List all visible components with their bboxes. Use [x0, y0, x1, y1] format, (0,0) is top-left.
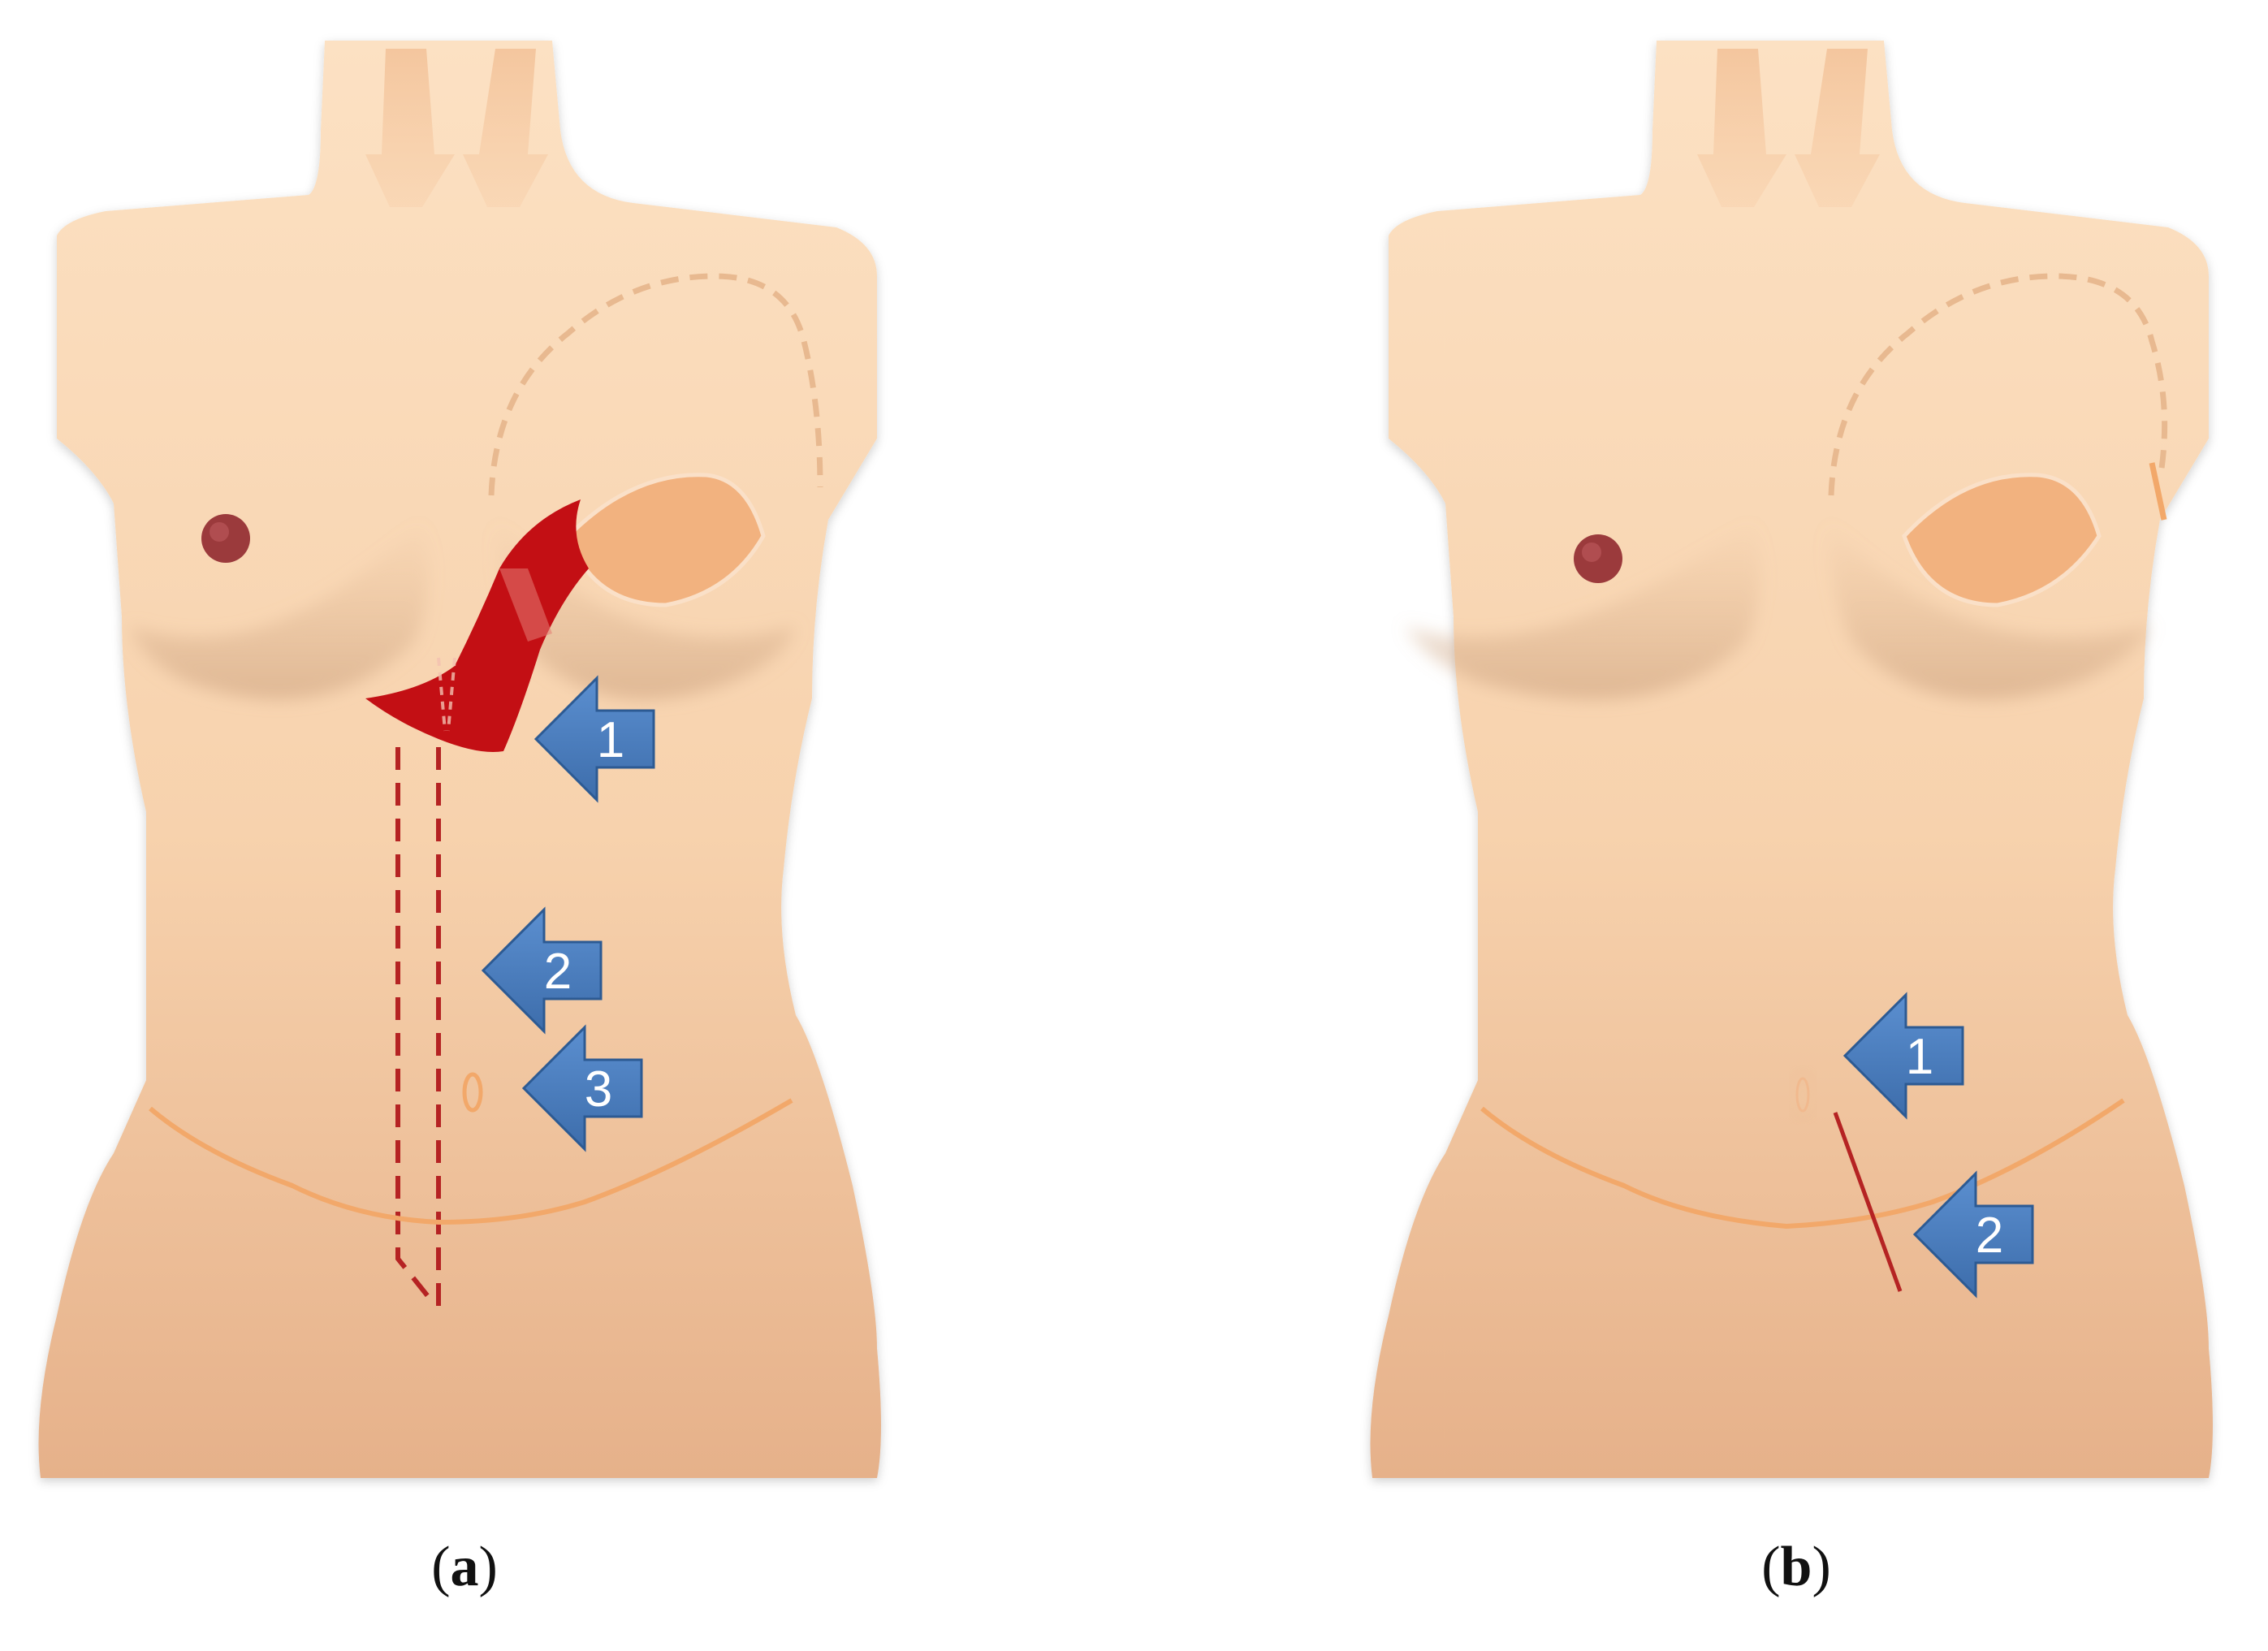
red-flap — [365, 499, 589, 752]
panel-b: 1 2 — [1370, 41, 2213, 1478]
torso-silhouette — [1370, 41, 2213, 1478]
arrow-1: 1 — [534, 675, 655, 803]
arrow-3-label: 3 — [585, 1061, 612, 1117]
right-breast-shadow — [130, 520, 429, 700]
caption-b-letter: b — [1780, 1536, 1812, 1598]
reconstructed-areola — [1902, 473, 2102, 607]
arrow-2: 2 — [1912, 1170, 2034, 1299]
dashed-outline — [1828, 273, 2168, 496]
lateral-scar — [2149, 462, 2167, 521]
abdominal-scar — [149, 1098, 793, 1225]
arrow-1: 1 — [1842, 992, 1964, 1120]
caption-a-open: ( — [431, 1536, 451, 1598]
left-breast-shadow — [1827, 520, 2152, 700]
caption-a: (a) — [383, 1539, 546, 1596]
diagonal-incision — [1833, 1112, 1903, 1292]
caption-a-close: ) — [478, 1536, 498, 1598]
arrow-2-label: 2 — [1976, 1208, 2003, 1264]
dashed-outline — [488, 273, 823, 496]
arrow-2: 2 — [481, 906, 603, 1035]
arrow-1-label: 1 — [1906, 1029, 1933, 1085]
abdominal-scar — [1480, 1098, 2125, 1230]
caption-a-letter: a — [450, 1536, 479, 1598]
caption-b: (b) — [1715, 1539, 1877, 1596]
reconstructed-areola — [566, 473, 766, 607]
right-breast-shadow — [1405, 520, 1760, 700]
arrow-3: 3 — [521, 1024, 643, 1152]
left-breast-shadow — [495, 520, 796, 700]
flap-highlight — [499, 568, 552, 642]
arrow-1-label: 1 — [597, 712, 624, 768]
caption-b-close: ) — [1812, 1536, 1831, 1598]
arrow-2-label: 2 — [544, 944, 572, 1000]
torso-silhouette — [38, 41, 881, 1478]
dashed-pedicle-lines — [395, 747, 441, 1307]
caption-b-open: ( — [1761, 1536, 1781, 1598]
navel — [462, 1072, 483, 1113]
panel-a: 1 2 3 — [38, 41, 881, 1478]
